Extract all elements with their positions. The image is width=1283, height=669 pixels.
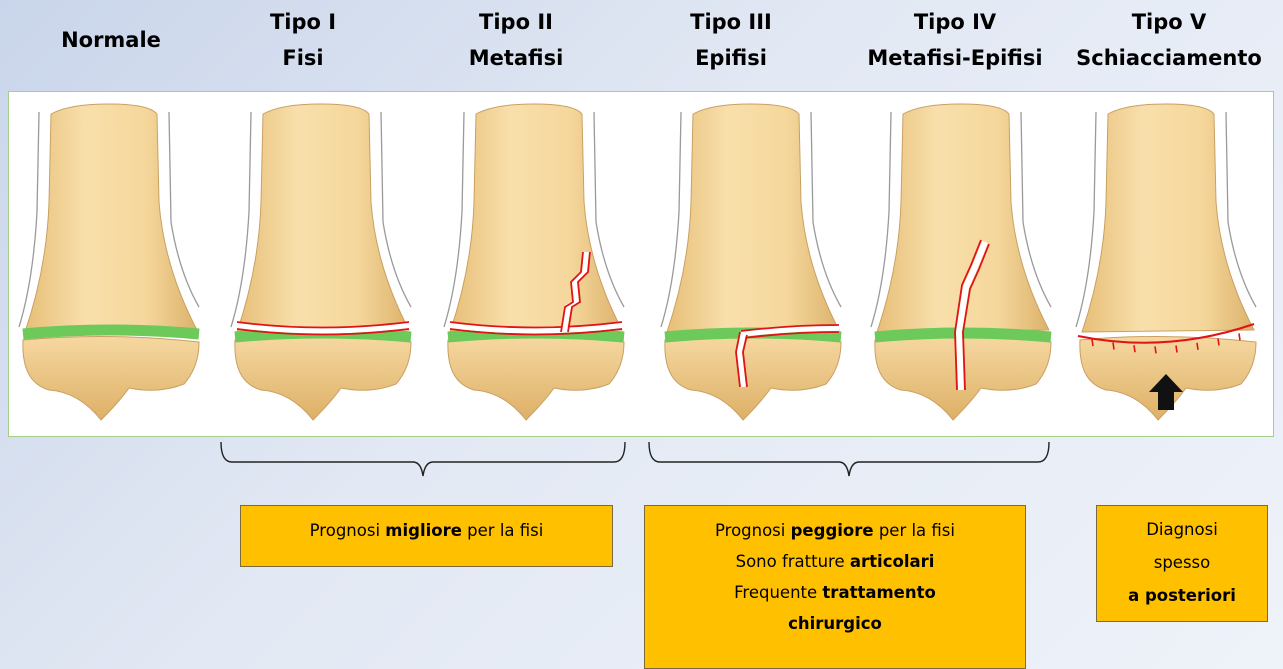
note-diagnosi: Diagnosi spesso a posteriori (1096, 505, 1268, 622)
heading-tipo-1-line2: Fisi (203, 40, 403, 76)
note-left-bold: migliore (385, 521, 462, 540)
bone-illustration-panel (8, 91, 1274, 437)
note-right-line3: a posteriori (1097, 579, 1267, 612)
heading-normale-line1: Normale (11, 22, 211, 58)
heading-tipo-3-line2: Epifisi (631, 40, 831, 76)
heading-tipo-1: Tipo I Fisi (203, 4, 403, 76)
epiphysis-tipo-3 (665, 336, 841, 420)
heading-tipo-2: Tipo II Metafisi (416, 4, 616, 76)
note-middle-l2-bold: articolari (850, 552, 935, 571)
heading-tipo-4-line1: Tipo IV (855, 4, 1055, 40)
note-left-line: Prognosi migliore per la fisi (241, 515, 612, 546)
note-right-line1: Diagnosi (1097, 513, 1267, 546)
bone-normale (19, 104, 199, 420)
heading-tipo-4: Tipo IV Metafisi-Epifisi (855, 4, 1055, 76)
bone-tipo-4 (871, 104, 1051, 420)
bone-illustrations (9, 92, 1272, 435)
note-left-text1: Prognosi (310, 521, 386, 540)
heading-tipo-3: Tipo III Epifisi (631, 4, 831, 76)
brace-tipo-3-4 (646, 440, 1052, 480)
note-prognosi-peggiore: Prognosi peggiore per la fisi Sono fratt… (644, 505, 1026, 669)
note-right-line2: spesso (1097, 546, 1267, 579)
note-middle-l1-text: Prognosi (715, 521, 791, 540)
note-prognosi-migliore: Prognosi migliore per la fisi (240, 505, 613, 567)
heading-tipo-5-line2: Schiacciamento (1069, 40, 1269, 76)
note-middle-line4: chirurgico (645, 608, 1025, 639)
epiphysis-normale (23, 336, 199, 420)
note-middle-l3-bold: trattamento (822, 583, 935, 602)
crush-tick-1 (1113, 343, 1114, 350)
crush-tick-5 (1197, 343, 1198, 350)
epiphysis-tipo-2 (448, 336, 624, 420)
heading-tipo-4-line2: Metafisi-Epifisi (855, 40, 1055, 76)
note-middle-l3-text: Frequente (734, 583, 822, 602)
epiphysis-tipo-1 (235, 336, 411, 420)
heading-normale: Normale (11, 22, 211, 58)
crush-tick-6 (1218, 339, 1219, 346)
physis-normale (23, 330, 199, 334)
heading-tipo-1-line1: Tipo I (203, 4, 403, 40)
note-middle-l1-rest: per la fisi (874, 521, 955, 540)
heading-tipo-3-line1: Tipo III (631, 4, 831, 40)
note-middle-l1-bold: peggiore (791, 521, 874, 540)
bone-tipo-1 (231, 104, 411, 420)
bone-tipo-5 (1076, 104, 1256, 420)
heading-tipo-5: Tipo V Schiacciamento (1069, 4, 1269, 76)
note-middle-line2: Sono fratture articolari (645, 546, 1025, 577)
crush-tick-3 (1155, 346, 1156, 353)
note-left-text2: per la fisi (462, 521, 543, 540)
bone-tipo-2 (444, 104, 624, 420)
note-middle-line1: Prognosi peggiore per la fisi (645, 515, 1025, 546)
note-middle-l4-bold: chirurgico (788, 614, 882, 633)
crush-tick-2 (1134, 345, 1135, 352)
heading-tipo-2-line1: Tipo II (416, 4, 616, 40)
brace-tipo-1-2 (218, 440, 628, 480)
bone-tipo-3 (661, 104, 841, 420)
crush-tick-0 (1092, 339, 1093, 346)
crush-tick-4 (1176, 346, 1177, 353)
heading-tipo-5-line1: Tipo V (1069, 4, 1269, 40)
crush-tick-7 (1239, 333, 1240, 340)
note-middle-line3: Frequente trattamento (645, 577, 1025, 608)
heading-tipo-2-line2: Metafisi (416, 40, 616, 76)
note-middle-l2-text: Sono fratture (736, 552, 850, 571)
